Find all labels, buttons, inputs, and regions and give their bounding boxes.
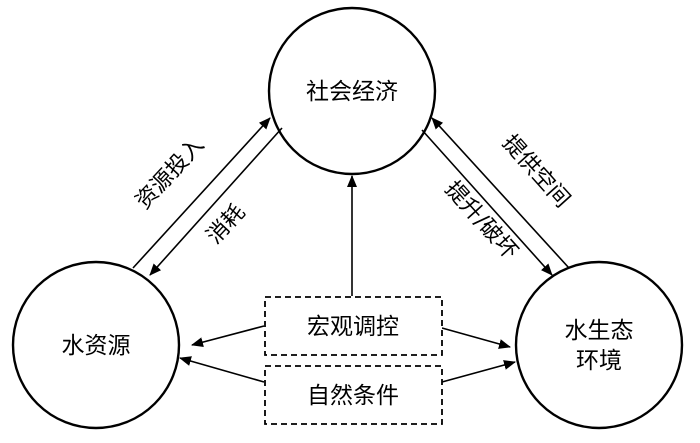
node-water-ecology	[514, 260, 684, 430]
node-water-resources	[11, 260, 181, 430]
box-macro-control	[264, 296, 443, 356]
arrow-improve-damage	[421, 129, 553, 276]
arrow-nature-to-ecology	[441, 360, 516, 383]
node-social-economy-label: 社会经济	[306, 79, 398, 105]
arrow-resource-input	[132, 117, 271, 269]
edge-label-resource-input: 资源投入	[131, 133, 209, 214]
arrow-consumption	[149, 127, 283, 276]
edge-label-provide-space: 提供空间	[497, 131, 574, 213]
edge-label-improve-damage: 提升/破坏	[440, 177, 522, 265]
node-social-economy	[267, 6, 437, 176]
arrow-macro-to-ecology	[441, 327, 511, 349]
box-natural-conditions-label: 自然条件	[307, 383, 399, 409]
arrow-provide-space	[431, 117, 570, 269]
node-water-ecology-label-line2: 环境	[576, 348, 622, 374]
arrow-nature-to-water	[179, 356, 265, 383]
edge-label-consumption: 消耗	[202, 200, 250, 249]
arrow-macro-to-water	[191, 325, 265, 348]
box-natural-conditions	[264, 365, 443, 425]
box-macro-control-label: 宏观调控	[307, 314, 399, 340]
node-water-resources-label: 水资源	[62, 333, 131, 359]
node-water-ecology-label-line1: 水生态	[565, 318, 634, 344]
